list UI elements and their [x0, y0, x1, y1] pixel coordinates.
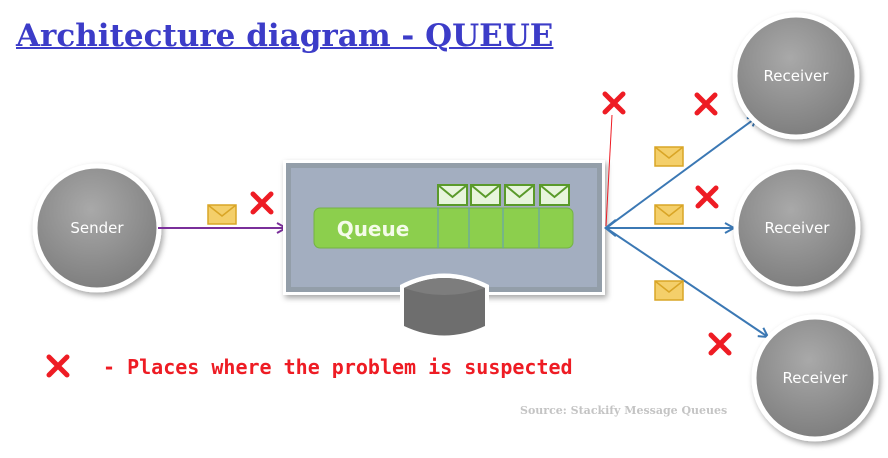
problem-x-icon: [253, 194, 271, 212]
queue-label: Queue: [337, 217, 410, 241]
envelope-icon: [654, 280, 684, 301]
source-caption: Source: Stackify Message Queues: [520, 404, 728, 417]
envelope-icon: [207, 204, 237, 225]
receiver-node-3: Receiver: [751, 314, 879, 442]
receiver-arrow-1: [605, 117, 757, 229]
queue-arrowhead: [603, 219, 617, 237]
receiver-arrow-3: [605, 227, 768, 337]
legend-x-icon: [49, 357, 67, 375]
receiver-label: Receiver: [765, 219, 831, 237]
problem-pointer-line: [605, 114, 613, 227]
queued-message-icon: [437, 184, 468, 206]
database-icon: [400, 273, 489, 339]
legend-text: - Places where the problem is suspected: [103, 355, 573, 379]
queued-message-icon: [470, 184, 501, 206]
problem-x-icon: [697, 95, 715, 113]
sender-label: Sender: [70, 219, 124, 237]
page-title: Architecture diagram - QUEUE: [16, 18, 554, 54]
receiver-label: Receiver: [764, 67, 830, 85]
receiver-node-1: Receiver: [732, 12, 860, 140]
queued-message-icon: [539, 184, 570, 206]
queue-box: Queue: [283, 160, 605, 295]
envelope-icon: [654, 146, 684, 167]
envelope-icon: [654, 204, 684, 225]
problem-x-icon: [698, 188, 716, 206]
receiver-label: Receiver: [783, 369, 849, 387]
queued-message-icon: [504, 184, 535, 206]
problem-x-icon: [605, 94, 623, 112]
receiver-node-2: Receiver: [733, 164, 861, 292]
sender-node: Sender: [32, 163, 162, 293]
problem-x-icon: [711, 335, 729, 353]
